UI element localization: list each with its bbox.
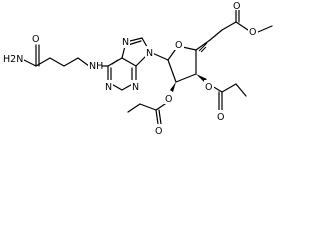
methyl-ester-chain [195,7,273,51]
atom-labels: H2N O NH N N N N O O O O O O O [2,0,258,136]
ester-carbonyl-oxygen-label: O [233,1,240,12]
acyl3-oxygen-label: O [205,82,212,93]
purine-n9-label: N [146,48,153,59]
acyl2-carbonyl-oxygen-label: O [155,126,162,136]
butanamide-chain [21,44,109,67]
ester-methoxy-oxygen-label: O [249,27,256,38]
ring-oxygen-label: O [175,40,182,51]
purine-n7-label: N [122,37,129,48]
acyl3-carbonyl-oxygen-label: O [217,112,224,123]
purine-n1-label: N [132,82,139,93]
amine-label: H2N [3,54,23,65]
chemical-structure-diagram: H2N O NH N N N N O O O O O O O [2,0,273,136]
nh-label: NH [89,61,103,72]
acyl2-oxygen-label: O [165,94,172,105]
acyl-group-3 [196,74,247,111]
purine-n3-label: N [105,82,112,93]
amide-oxygen-label: O [32,34,39,45]
